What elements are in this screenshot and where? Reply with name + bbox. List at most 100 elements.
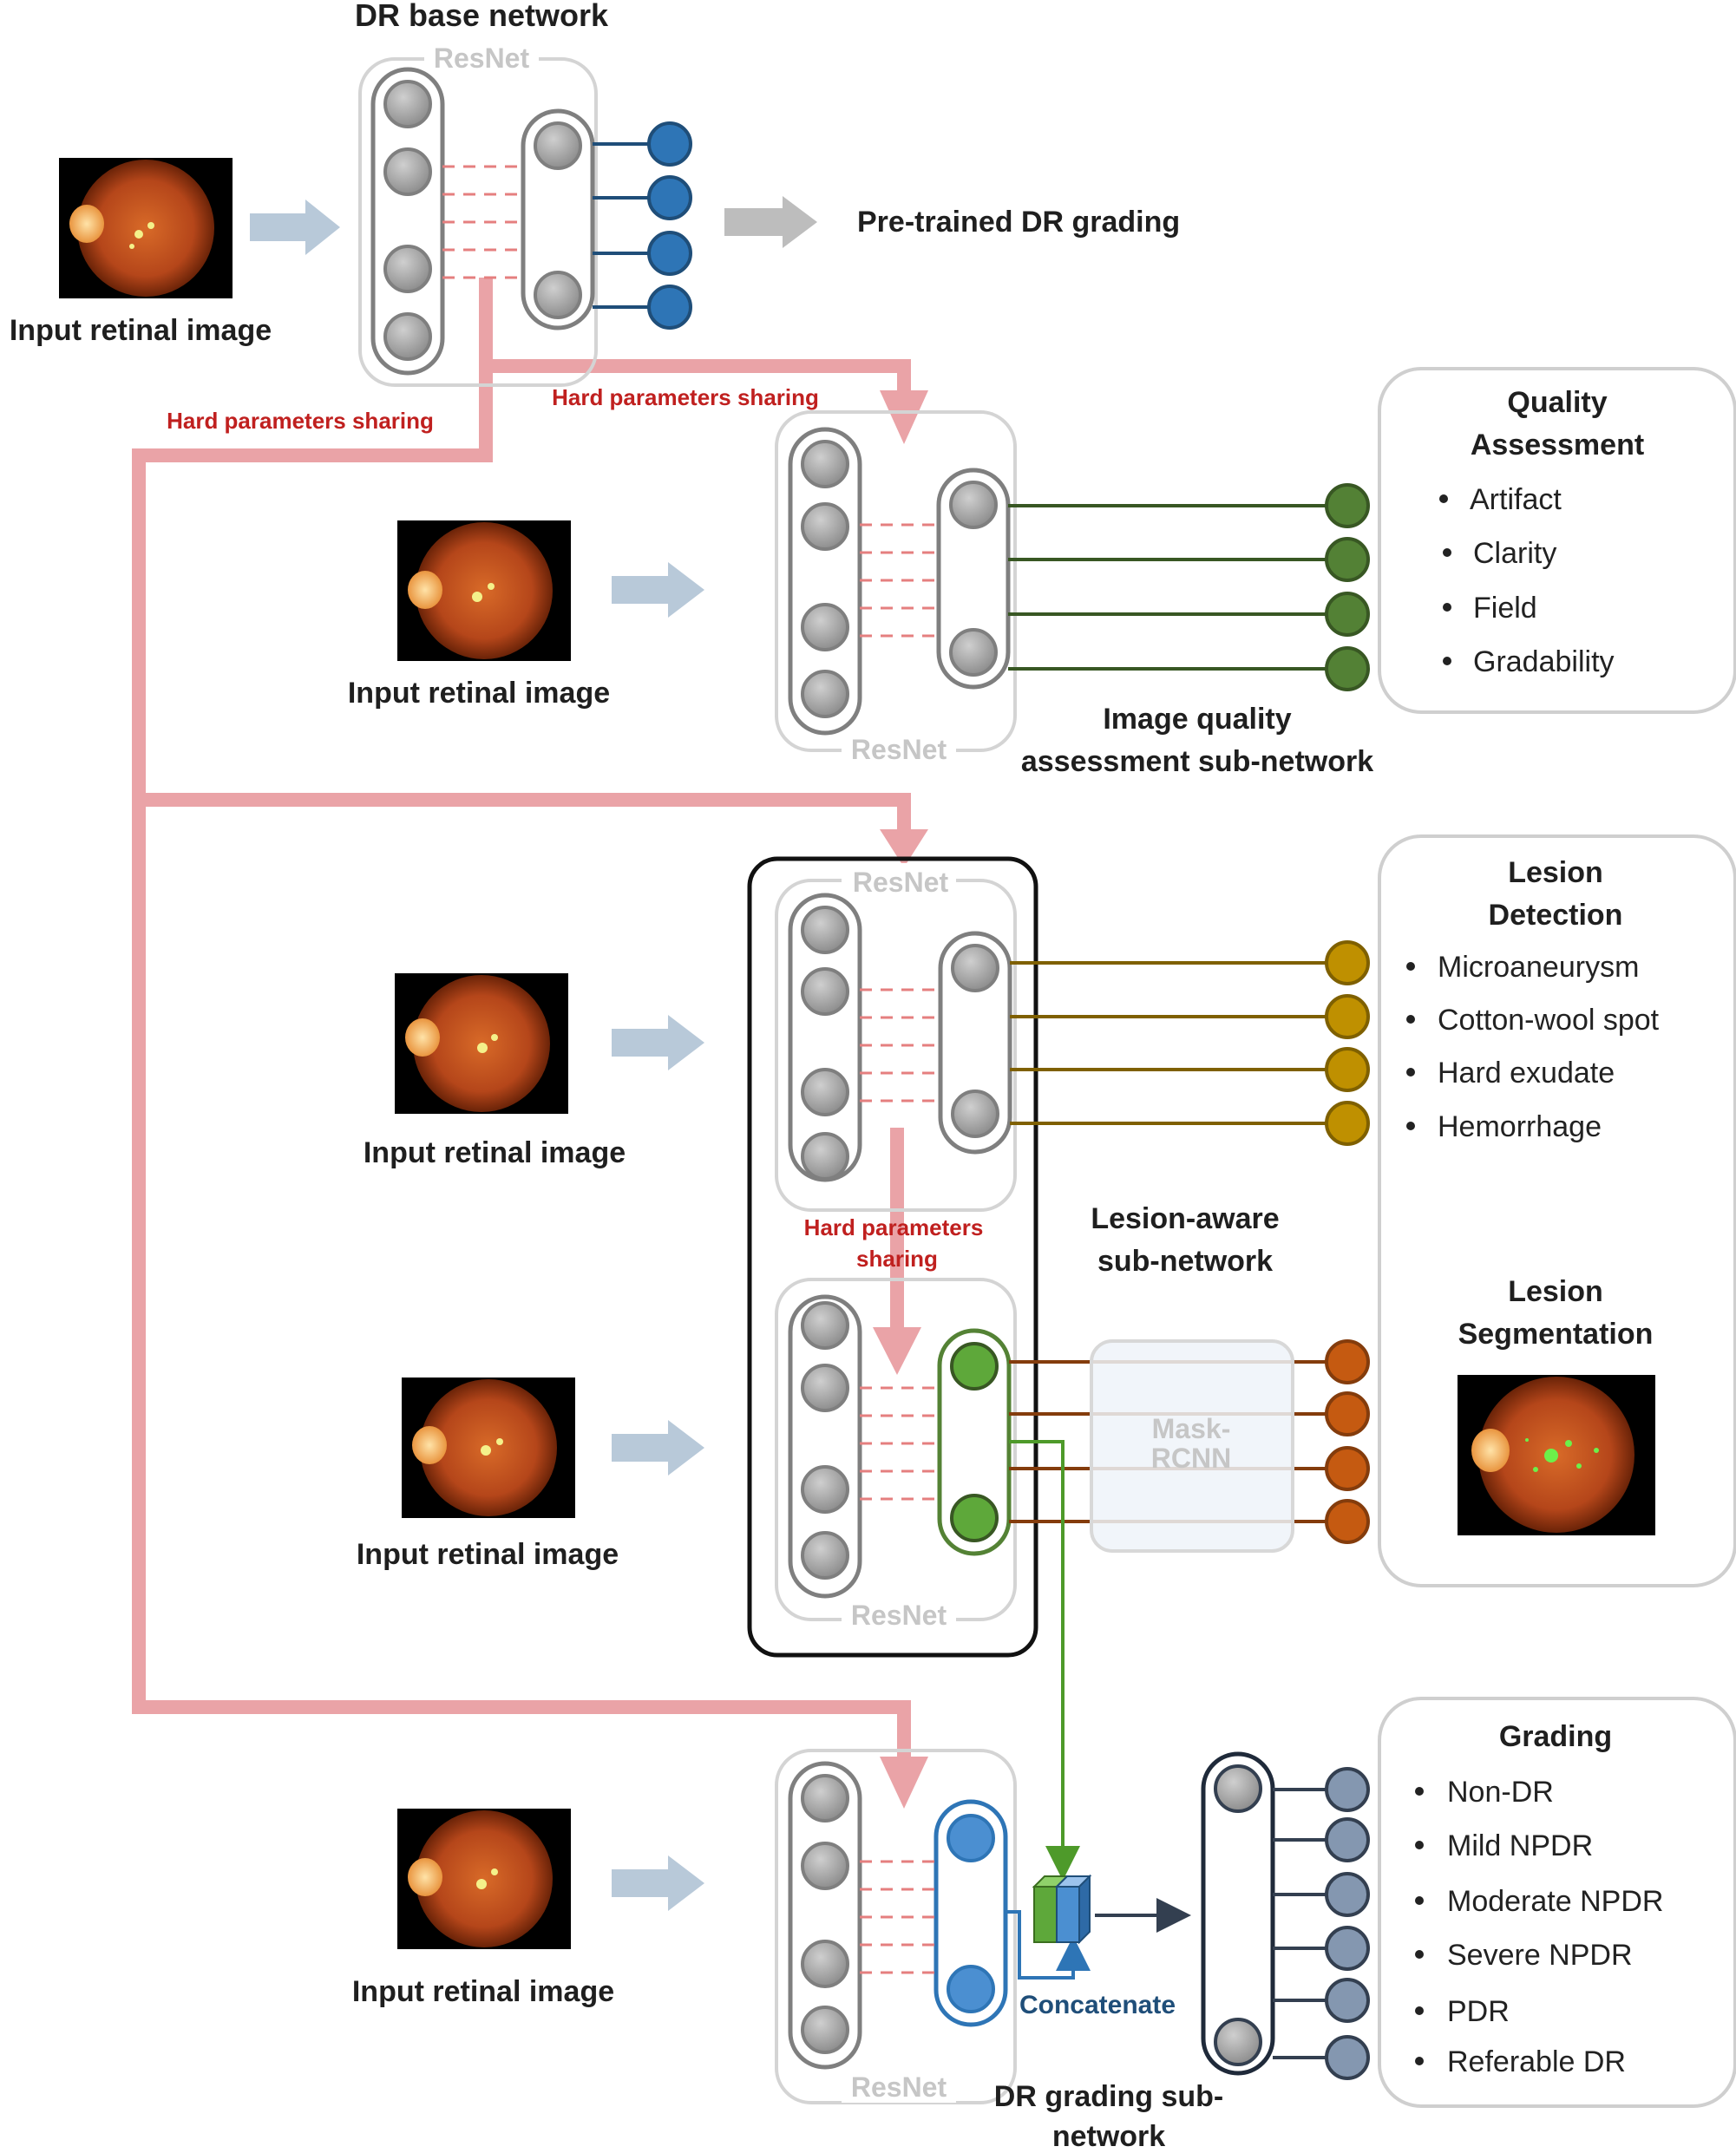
quality-item: Artifact: [1470, 483, 1562, 516]
lesion-input-arrow-2: [612, 1420, 704, 1476]
lesion-resnet-bottom-label: ResNet: [851, 1600, 947, 1631]
lesion-input-label-2: Input retinal image: [357, 1538, 619, 1571]
sharing-label-mid-2: sharing: [856, 1246, 938, 1272]
sharing-label-top: Hard parameters sharing: [552, 384, 819, 410]
lesion-detection-item: Hard exudate: [1438, 1057, 1615, 1090]
grading-section: Input retinal image ResNet: [352, 1440, 1736, 2153]
lesion-input-image-1: [395, 973, 568, 1114]
grading-panel-title: Grading: [1499, 1720, 1612, 1753]
quality-item: Field: [1473, 592, 1537, 625]
grading-item: Mild NPDR: [1447, 1829, 1593, 1862]
quality-output-node: [1325, 646, 1370, 691]
quality-output-node: [1325, 592, 1370, 637]
sharing-arrowheads: [873, 390, 928, 1809]
grading-panel: [1378, 1697, 1736, 2108]
quality-resnet-label: ResNet: [851, 734, 947, 765]
mask-rcnn-box: [1090, 1339, 1294, 1553]
concat-label: Concatenate: [1019, 1991, 1176, 2019]
grading-fc-layer: [1201, 1751, 1275, 2076]
quality-section: Input retinal image ResNet: [348, 367, 1736, 778]
grading-output-node: [1325, 1872, 1370, 1917]
quality-panel-title-1: Quality: [1507, 386, 1607, 419]
grading-feature-link: [1006, 1910, 1091, 1980]
quality-input-label: Input retinal image: [348, 677, 610, 710]
lesion-detection-output-node: [1325, 994, 1370, 1039]
base-output-node: [647, 285, 692, 330]
base-resnet-label: ResNet: [434, 43, 530, 74]
lesion-input-label-1: Input retinal image: [364, 1136, 626, 1169]
quality-subnet-label-1: Image quality: [1103, 703, 1291, 736]
quality-output-node: [1325, 537, 1370, 582]
sharing-label-left: Hard parameters sharing: [167, 408, 434, 434]
grading-item: Moderate NPDR: [1447, 1885, 1663, 1918]
base-section: DR base network ResNet: [10, 0, 1180, 387]
lesion-detection-title-2: Detection: [1489, 899, 1623, 932]
grading-item: Non-DR: [1447, 1776, 1554, 1809]
base-output-nodes: [647, 121, 692, 330]
quality-input-image: [397, 520, 571, 661]
lesion-segmentation-title-1: Lesion: [1508, 1275, 1603, 1308]
quality-input-arrow: [612, 562, 704, 618]
grading-output-node: [1325, 1978, 1370, 2023]
base-output-arrow: [724, 196, 817, 248]
sharing-arrow-to-quality: [479, 278, 911, 390]
base-hidden-layer: [521, 108, 595, 330]
quality-panel-title-2: Assessment: [1471, 429, 1644, 461]
lesion-detection-output-node: [1325, 1101, 1370, 1146]
lesion-detection-item: Microaneurysm: [1438, 951, 1639, 984]
sharing-arrow-to-grading: [132, 366, 911, 1761]
base-output-node: [647, 175, 692, 220]
lesion-detection-output-nodes: [1325, 940, 1370, 1146]
base-output-node: [647, 121, 692, 167]
lesion-segmentation-title-2: Segmentation: [1458, 1318, 1654, 1351]
lesion-detection-title-1: Lesion: [1508, 856, 1603, 889]
concatenated-features: [1032, 1874, 1092, 1945]
mask-rcnn-label-2: RCNN: [1151, 1443, 1231, 1474]
base-title: DR base network: [355, 0, 609, 33]
base-input-arrow: [250, 200, 340, 255]
mask-rcnn-label-1: Mask-: [1152, 1413, 1231, 1444]
grading-output-node: [1325, 1926, 1370, 1971]
grading-input-arrow: [612, 1855, 704, 1911]
sharing-arrow-to-lesion: [139, 793, 911, 833]
quality-item: Gradability: [1473, 645, 1615, 678]
base-dashed-links: [442, 165, 523, 279]
lesion-segmentation-output-node: [1325, 1339, 1370, 1384]
sharing-arrows: [132, 278, 911, 1761]
lesion-input-arrow-1: [612, 1015, 704, 1070]
lesion-subnet-label-1: Lesion-aware: [1091, 1202, 1279, 1235]
lesion-detection-item: Cotton-wool spot: [1438, 1004, 1660, 1037]
lesion-segmentation-output-node: [1325, 1499, 1370, 1544]
grading-output-node: [1325, 1817, 1370, 1862]
quality-panel: [1378, 367, 1736, 714]
grading-items: Non-DR Mild NPDR Moderate NPDR Severe NP…: [1415, 1776, 1663, 2078]
lesion-detection-output-node: [1325, 940, 1370, 985]
grading-output-node: [1325, 2035, 1370, 2080]
lesion-outer-frame: [747, 856, 1038, 1658]
lesion-segmentation-image: [1458, 1375, 1655, 1535]
lesion-resnet-top-label: ResNet: [853, 867, 949, 898]
lesion-subnet-label-2: sub-network: [1097, 1245, 1273, 1278]
quality-output-node: [1325, 483, 1370, 528]
quality-items: Artifact Clarity Field Gradability: [1439, 483, 1615, 678]
lesion-segmentation-output-node: [1325, 1446, 1370, 1491]
quality-item: Clarity: [1473, 537, 1556, 570]
grading-item: Referable DR: [1447, 2045, 1626, 2078]
lesion-section: ResNet Hard parameters sh: [357, 834, 1736, 1658]
base-input-image: [59, 158, 233, 298]
lesion-detection-output-node: [1325, 1047, 1370, 1092]
base-output-node: [647, 231, 692, 276]
grading-item: Severe NPDR: [1447, 1939, 1633, 1972]
lesion-segmentation-output-nodes: [1325, 1339, 1370, 1544]
grading-subnet-label-2: network: [1052, 2120, 1165, 2153]
lesion-segmentation-output-node: [1325, 1391, 1370, 1436]
base-output-label: Pre-trained DR grading: [857, 206, 1180, 239]
lesion-input-image-2: [402, 1378, 575, 1518]
grading-input-label: Input retinal image: [352, 1975, 614, 2008]
lesion-detection-item: Hemorrhage: [1438, 1110, 1602, 1143]
lesion-detection-items: Microaneurysm Cotton-wool spot Hard exud…: [1406, 951, 1660, 1143]
quality-output-nodes: [1325, 483, 1370, 691]
quality-subnet-label-2: assessment sub-network: [1021, 745, 1373, 778]
grading-input-image: [397, 1809, 571, 1949]
